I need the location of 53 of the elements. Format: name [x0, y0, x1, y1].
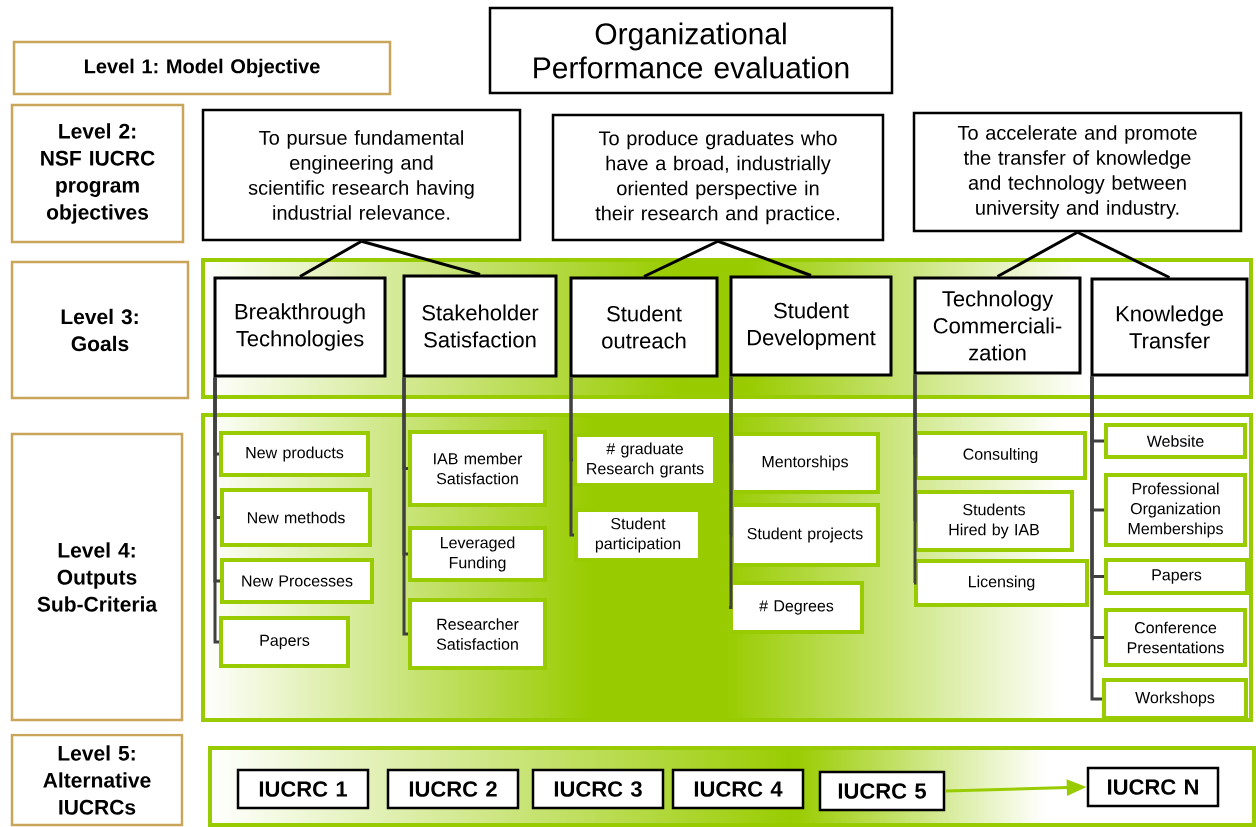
criterion-box: Papers	[219, 616, 350, 668]
criterion-box: New products	[219, 431, 370, 477]
criterion-box: Student projects	[730, 503, 880, 567]
tree-connector	[569, 377, 574, 537]
center-box: IUCRC 5	[818, 770, 946, 812]
goal-box: Knowledge Transfer	[1090, 277, 1249, 377]
tree-connector	[912, 374, 917, 585]
connector-line	[643, 239, 719, 278]
connector-line	[1076, 230, 1171, 279]
criterion-box: Students Hired by IAB	[914, 490, 1074, 552]
level-label: Level 5: Alternative IUCRCs	[10, 733, 184, 827]
goal-box: Breakthrough Technologies	[213, 276, 387, 378]
center-box: IUCRC 3	[531, 768, 665, 810]
objective-box: To pursue fundamental engineering and scientific research having industrial relevance.	[201, 108, 522, 242]
criterion-box: # Degrees	[729, 581, 864, 634]
center-box: IUCRC 2	[386, 768, 520, 810]
criterion-box: Mentorships	[730, 432, 880, 494]
criterion-box: IAB member Satisfaction	[408, 430, 547, 507]
connector-line	[299, 239, 363, 278]
goal-box: Student Development	[729, 275, 893, 377]
level-label: Level 1: Model Objective	[12, 40, 392, 96]
goal-box: Student outreach	[569, 276, 719, 378]
criterion-box: Website	[1104, 423, 1247, 459]
criterion-box: Conference Presentations	[1104, 608, 1247, 667]
objective-box: To accelerate and promote the transfer of knowledge and technology between university and industry.	[912, 111, 1243, 233]
center-box: IUCRC 1	[236, 768, 370, 810]
criterion-box: Consulting	[914, 431, 1087, 480]
objective-box: To produce graduates who have a broad, industrially oriented perspective in their research and practice.	[551, 113, 885, 242]
level-label: Level 4: Outputs Sub-Criteria	[10, 432, 184, 722]
connector-line	[361, 239, 481, 276]
tree-connector	[728, 376, 733, 609]
center-box: IUCRC N	[1086, 766, 1220, 808]
level-label: Level 3: Goals	[10, 260, 190, 400]
criterion-box: New methods	[220, 488, 372, 547]
level-label: Level 2: NSF IUCRC program objectives	[10, 103, 185, 244]
criterion-box: Workshops	[1102, 678, 1248, 720]
criterion-box: Licensing	[914, 559, 1089, 607]
tree-connector	[402, 377, 408, 636]
goal-box: Stakeholder Satisfaction	[402, 274, 558, 378]
criterion-box: Leveraged Funding	[408, 526, 547, 582]
connector-line	[996, 230, 1079, 278]
goal-box: Technology Commerciali- zation	[913, 276, 1082, 375]
criterion-box: # graduate Research grants	[573, 433, 717, 487]
criterion-box: Papers	[1104, 558, 1249, 595]
title-box: Organizational Performance evaluation	[488, 6, 894, 95]
criterion-box: Student participation	[574, 508, 702, 562]
criterion-box: Researcher Satisfaction	[408, 598, 547, 670]
criterion-box: New Processes	[220, 558, 374, 604]
connector-line	[717, 239, 812, 277]
tree-connector	[1090, 376, 1102, 701]
criterion-box: Professional Organization Memberships	[1104, 473, 1247, 547]
tree-connector	[213, 377, 219, 644]
center-box: IUCRC 4	[671, 768, 805, 810]
